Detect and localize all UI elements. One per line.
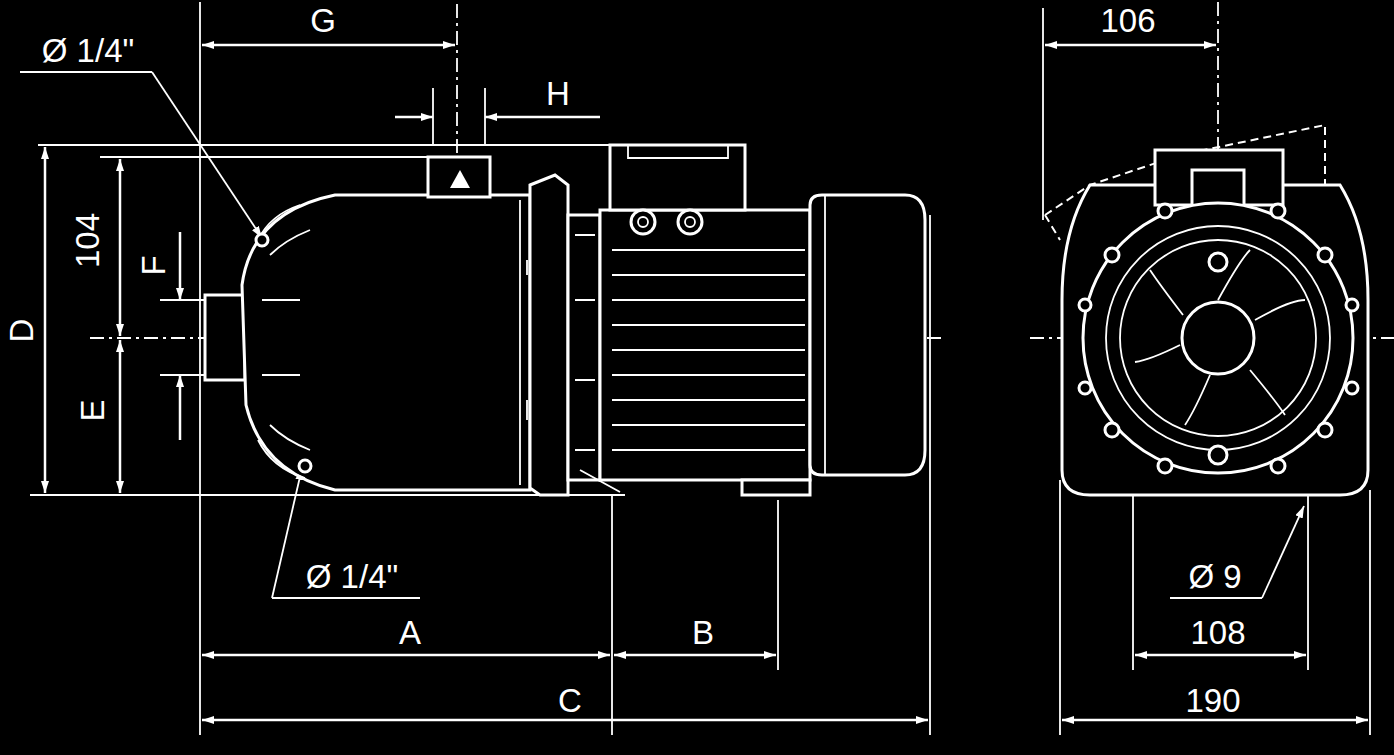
dimension-lines-part [44,147,47,493]
extension-lines-part [1307,480,1309,670]
extension-lines-part [1042,8,1044,220]
dimension-lines-part [485,116,600,119]
dimension-lines-part [614,654,776,657]
bolt-holes-part [1271,204,1285,218]
pump-side-view-part [824,195,826,475]
pump-side-view-part [638,217,648,227]
leader-lines-part [152,72,262,238]
pump-side-view-part [520,200,527,485]
extension-lines-part [38,144,620,146]
extension-lines-part [611,495,613,735]
dimension-letter: E [74,396,109,424]
dimension-letter: A [396,615,424,650]
pump-side-view-part [810,195,925,475]
dimension-lines-part [119,340,122,493]
pump-side-view-part [685,217,695,227]
bolt-holes-part [1209,446,1227,464]
dimension-lines-part [179,375,182,440]
pump-side-view-part [610,145,745,210]
extension-lines-part [777,500,779,670]
thread-size: Ø 1/4" [39,33,137,68]
pump-front-view-part [1106,226,1330,450]
pump-side-view-part [428,157,490,197]
pump-side-view-part [450,170,470,188]
extension-lines-part [1059,480,1061,735]
dimension-lines [45,45,1368,720]
extension-lines-part [929,215,931,735]
dimension-value: 190 [1182,683,1243,718]
pump-side-view-part [631,210,655,234]
pump-side-view-part [256,234,268,246]
extension-lines-part [199,2,201,735]
dimension-value: 106 [1097,3,1158,38]
dimension-lines-part [202,44,455,47]
extension-lines-part [30,494,625,496]
dimension-value: 104 [71,209,106,270]
pump-side-view-part [600,210,810,480]
dimension-letter: G [307,3,339,38]
thread-size: Ø 1/4" [303,559,401,594]
pump-side-view-part [299,460,311,472]
pump-front-view-part [1083,203,1353,473]
bolt-holes-part [1209,253,1227,271]
dimension-lines-part [202,654,610,657]
dimension-letter: D [5,315,40,345]
bolt-holes-part [1318,248,1332,262]
pump-front-view [1045,125,1368,495]
pump-side-view-part [678,210,702,234]
bolt-holes-part [1079,382,1091,394]
dimension-letter: C [555,683,585,718]
pump-front-view-part [1182,302,1254,374]
pump-side-view-part [628,145,728,158]
bolt-holes [1079,204,1358,473]
dimension-lines-part [1045,44,1216,47]
extension-lines [30,2,1394,735]
dimension-lines-part [395,116,433,119]
bolt-holes-part [1271,459,1285,473]
pump-side-view-part [568,215,600,480]
leader-lines-part [272,597,420,599]
pump-side-view-part [205,295,245,380]
pump-front-view-part [1135,250,1305,425]
pump-side-view-part [612,250,805,450]
pump-front-view-part [1120,240,1316,436]
dimension-lines-part [1062,719,1368,722]
dimension-lines-part [179,232,182,300]
dimension-letter: F [135,252,170,278]
bolt-holes-part [1346,299,1358,311]
dimension-letter: B [689,615,717,650]
pump-front-view-part [1062,185,1368,495]
pump-side-view-part [742,480,810,495]
leader-lines-part [1170,597,1262,599]
bolt-holes-part [1158,204,1172,218]
pump-side-view [205,145,925,495]
extension-lines-part [1132,480,1134,670]
pump-side-view-part [530,175,568,495]
hole-diameter: Ø 9 [1185,559,1244,594]
leader-lines-part [20,71,152,73]
bolt-holes-part [1079,299,1091,311]
bolt-holes-part [1105,248,1119,262]
pump-side-view-part [242,195,530,490]
bolt-holes-part [1158,459,1172,473]
bolt-holes-part [1346,382,1358,394]
leader-lines-part [1262,506,1304,598]
bolt-holes-part [1318,423,1332,437]
dimension-lines-part [1135,654,1306,657]
dimension-lines-part [119,159,122,336]
dimension-lines-part [202,719,928,722]
extension-lines-part [1369,490,1371,735]
dimension-value: 108 [1187,615,1248,650]
leader-lines-part [272,468,302,598]
dimension-letter: H [543,76,573,111]
bolt-holes-part [1105,423,1119,437]
